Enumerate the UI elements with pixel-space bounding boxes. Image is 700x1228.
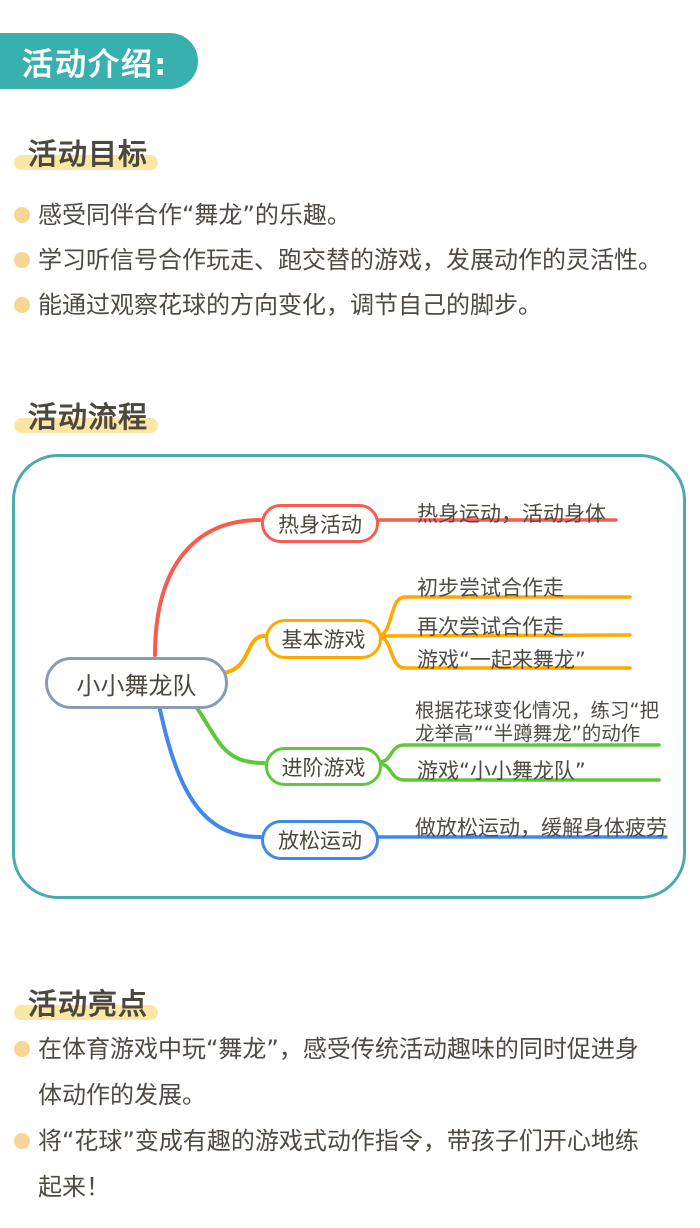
branch-label: 放松运动 xyxy=(278,829,362,853)
highlight-text: 将“花球”变成有趣的游戏式动作指令，带孩子们开心地练起来！ xyxy=(38,1127,639,1201)
mindmap-connectors xyxy=(153,518,668,839)
goals-list: 感受同伴合作“舞龙”的乐趣。 学习听信号合作玩走、跑交替的游戏，发展动作的灵活性… xyxy=(14,193,662,328)
bullet-dot-icon xyxy=(14,1133,30,1149)
list-item: 在体育游戏中玩“舞龙”，感受传统活动趣味的同时促进身体动作的发展。 xyxy=(14,1026,659,1118)
root-label: 小小舞龙队 xyxy=(76,671,197,700)
flow-highlight-bar xyxy=(14,418,158,433)
highlights-highlight-bar xyxy=(14,1005,158,1020)
list-item: 将“花球”变成有趣的游戏式动作指令，带孩子们开心地练起来！ xyxy=(14,1118,659,1210)
leaf-underline-advanced-1 xyxy=(377,743,661,764)
bullet-dot-icon xyxy=(14,207,30,223)
list-item: 能通过观察花球的方向变化，调节自己的脚步。 xyxy=(14,283,662,328)
leaf-underline-basic-3 xyxy=(377,635,632,670)
highlights-title: 活动亮点 xyxy=(28,987,149,1021)
branch-label: 进阶游戏 xyxy=(281,755,366,780)
leaf-underline-basic-1 xyxy=(377,595,632,637)
list-item: 感受同伴合作“舞龙”的乐趣。 xyxy=(14,193,662,238)
goals-highlight-bar xyxy=(14,155,158,170)
list-item: 学习听信号合作玩走、跑交替的游戏，发展动作的灵活性。 xyxy=(14,238,662,283)
intro-badge: 活动介绍: xyxy=(0,33,199,89)
leaf-text: 再次尝试合作走 xyxy=(417,615,564,639)
goal-text: 学习听信号合作玩走、跑交替的游戏，发展动作的灵活性。 xyxy=(38,246,662,274)
bullet-dot-icon xyxy=(14,252,30,268)
connector-root-advanced xyxy=(193,703,266,765)
mindmap-frame: 小小舞龙队 热身活动 基本游戏 进阶游戏 放松运动 热身运动，活动身体 初步尝试… xyxy=(12,454,686,899)
mindmap-root-node: 小小舞龙队 xyxy=(45,657,228,709)
leaf-text: 游戏“一起来舞龙” xyxy=(417,648,586,672)
branch-label: 热身活动 xyxy=(278,512,362,537)
branch-label: 基本游戏 xyxy=(281,628,366,652)
connector-root-relax xyxy=(157,703,262,839)
flow-title: 活动流程 xyxy=(28,400,149,434)
goals-title: 活动目标 xyxy=(28,137,149,171)
leaf-text: 游戏“小小舞龙队” xyxy=(417,759,586,783)
leaf-text: 热身运动，活动身体 xyxy=(417,502,606,526)
branch-node-relax: 放松运动 xyxy=(261,820,379,860)
highlight-text: 在体育游戏中玩“舞龙”，感受传统活动趣味的同时促进身体动作的发展。 xyxy=(38,1035,639,1109)
bullet-dot-icon xyxy=(14,1041,30,1057)
connector-root-warmup xyxy=(153,518,262,657)
leaf-text: 做放松运动，缓解身体疲劳 xyxy=(415,816,667,840)
leaf-underline-basic-2 xyxy=(377,633,632,638)
connector-root-basic xyxy=(221,634,266,675)
branch-node-advanced: 进阶游戏 xyxy=(265,747,382,786)
intro-badge-label: 活动介绍: xyxy=(22,46,169,83)
goal-text: 感受同伴合作“舞龙”的乐趣。 xyxy=(38,201,351,229)
leaf-underline-advanced-2 xyxy=(377,762,661,782)
goal-text: 能通过观察花球的方向变化，调节自己的脚步。 xyxy=(38,291,542,319)
bullet-dot-icon xyxy=(14,297,30,313)
leaf-text: 根据花球变化情况，练习“把 龙举高”“半蹲舞龙”的动作 xyxy=(415,699,660,745)
highlights-list: 在体育游戏中玩“舞龙”，感受传统活动趣味的同时促进身体动作的发展。 将“花球”变… xyxy=(14,1026,678,1210)
branch-node-basic: 基本游戏 xyxy=(265,619,382,659)
leaf-text: 初步尝试合作走 xyxy=(417,576,564,600)
branch-node-warmup: 热身活动 xyxy=(261,504,379,543)
